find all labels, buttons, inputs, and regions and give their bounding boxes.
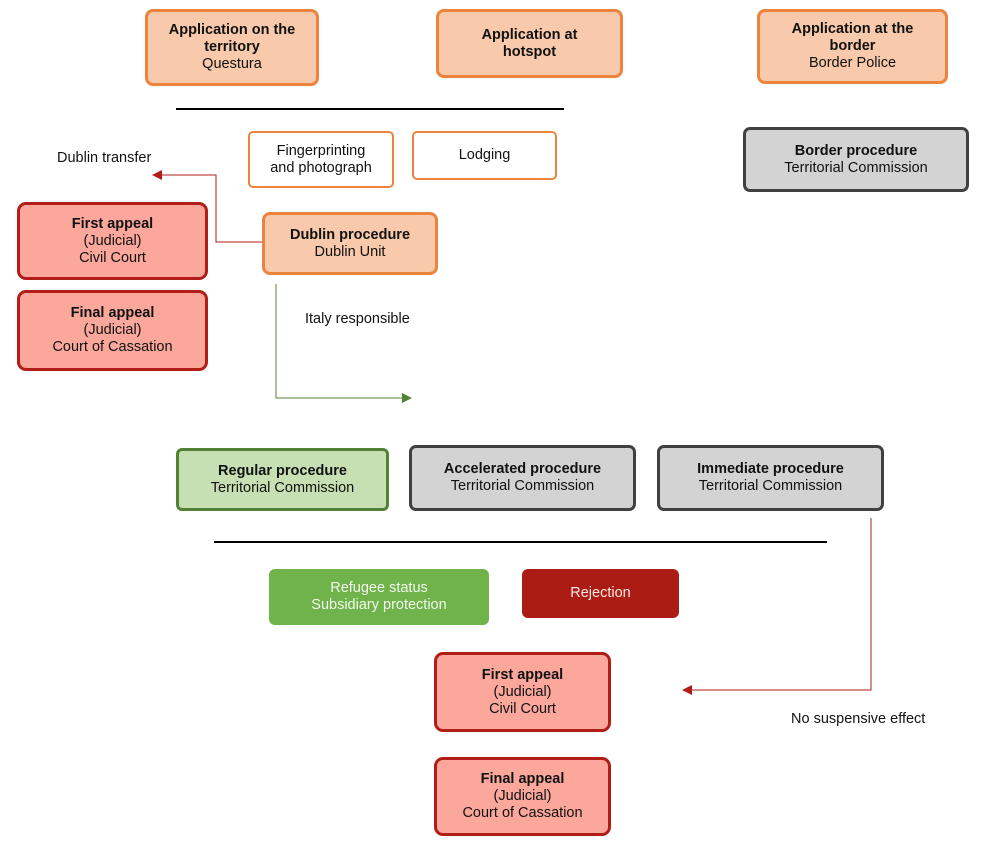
final-appeal-left-type: (Judicial) [83, 322, 142, 338]
immediate-procedure-authority: Territorial Commission [698, 478, 843, 494]
final-appeal-bottom-type: (Judicial) [493, 788, 552, 804]
accelerated-procedure-authority: Territorial Commission [450, 478, 595, 494]
first-appeal-bottom-court: Civil Court [489, 700, 556, 717]
rejection-box: Rejection [522, 569, 679, 618]
bottom-divider [214, 541, 827, 543]
lodging-box: Lodging [412, 131, 557, 180]
accelerated-procedure-box: Accelerated procedure Territorial Commis… [409, 445, 636, 511]
application-border-box: Application at the border Border Police [757, 9, 948, 84]
first-appeal-bottom-title: First appeal [481, 666, 564, 683]
dublin-procedure-box: Dublin procedure Dublin Unit [262, 212, 438, 275]
fingerprinting-box: Fingerprinting and photograph [248, 131, 394, 188]
immediate-procedure-box: Immediate procedure Territorial Commissi… [657, 445, 884, 511]
top-divider [176, 108, 564, 110]
dublin-transfer-connector [152, 170, 262, 243]
immediate-procedure-title: Immediate procedure [697, 461, 844, 477]
first-appeal-left-box: First appeal (Judicial) Civil Court [17, 202, 208, 280]
border-procedure-title: Border procedure [794, 142, 918, 159]
final-appeal-left-title: Final appeal [70, 305, 155, 321]
first-appeal-left-court: Civil Court [79, 249, 146, 266]
fingerprinting-label: Fingerprinting and photograph [270, 142, 372, 176]
application-territory-title: Application on the territory [168, 22, 296, 55]
first-appeal-bottom-type: (Judicial) [493, 683, 552, 700]
subsidiary-protection-label: Subsidiary protection [311, 597, 447, 613]
final-appeal-left-court: Court of Cassation [52, 339, 173, 355]
final-appeal-bottom-court: Court of Cassation [462, 805, 583, 821]
positive-outcome-box: Refugee status Subsidiary protection [269, 569, 489, 625]
italy-responsible-connector [275, 284, 412, 403]
application-territory-box: Application on the territory Questura [145, 9, 319, 86]
refugee-status-label: Refugee status [330, 580, 428, 596]
first-appeal-left-type: (Judicial) [83, 232, 142, 249]
final-appeal-bottom-box: Final appeal (Judicial) Court of Cassati… [434, 757, 611, 836]
first-appeal-left-title: First appeal [71, 215, 154, 232]
final-appeal-bottom-title: Final appeal [480, 771, 565, 787]
application-hotspot-box: Application at hotspot [436, 9, 623, 78]
application-hotspot-title: Application at hotspot [481, 26, 578, 60]
regular-procedure-authority: Territorial Commission [210, 479, 355, 496]
dublin-procedure-authority: Dublin Unit [314, 243, 386, 260]
lodging-label: Lodging [458, 147, 511, 163]
no-suspensive-effect-label: No suspensive effect [791, 711, 926, 727]
no-suspensive-effect-connector [682, 518, 872, 695]
application-territory-authority: Questura [202, 56, 262, 72]
application-border-title: Application at the border [791, 21, 914, 54]
italy-responsible-label: Italy responsible [305, 311, 410, 327]
regular-procedure-box: Regular procedure Territorial Commission [176, 448, 389, 511]
application-border-authority: Border Police [808, 55, 897, 71]
regular-procedure-title: Regular procedure [218, 462, 347, 479]
first-appeal-bottom-box: First appeal (Judicial) Civil Court [434, 652, 611, 732]
final-appeal-left-box: Final appeal (Judicial) Court of Cassati… [17, 290, 208, 371]
accelerated-procedure-title: Accelerated procedure [443, 461, 602, 477]
dublin-transfer-label: Dublin transfer [57, 150, 152, 166]
rejection-label: Rejection [570, 585, 631, 601]
dublin-procedure-title: Dublin procedure [289, 226, 411, 243]
border-procedure-authority: Territorial Commission [784, 159, 928, 176]
border-procedure-box: Border procedure Territorial Commission [743, 127, 969, 192]
